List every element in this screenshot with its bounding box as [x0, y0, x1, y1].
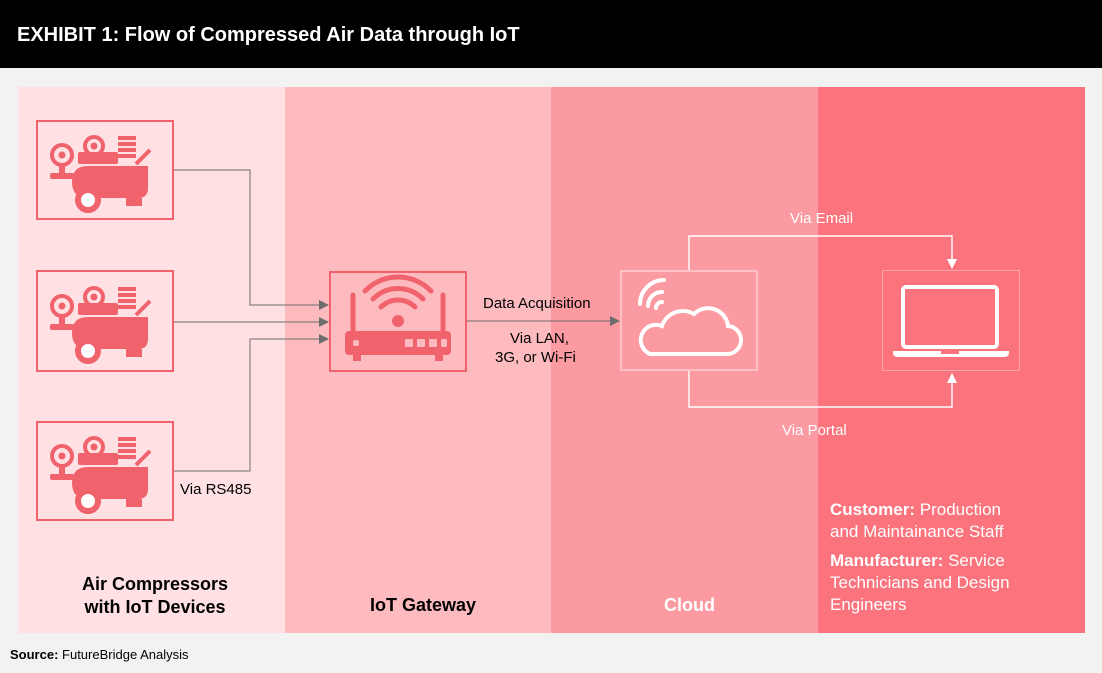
air-compressor-icon	[50, 436, 152, 514]
manufacturer-description: Manufacturer: Service Technicians and De…	[830, 550, 1080, 616]
cloud-box	[620, 270, 758, 371]
cloud-icon	[638, 278, 744, 357]
via-lan-label-line1: Via LAN,	[510, 330, 569, 347]
connector-via-email	[688, 235, 957, 270]
connector-compressor-3	[174, 334, 329, 472]
customer-line2: and Maintainance Staff	[830, 522, 1004, 541]
column-label-compressors: Air Compressors with IoT Devices	[18, 573, 292, 619]
source-text: FutureBridge Analysis	[58, 647, 189, 662]
exhibit-title: EXHIBIT 1: Flow of Compressed Air Data t…	[0, 0, 1102, 68]
column-cloud	[551, 87, 818, 633]
manufacturer-label: Manufacturer:	[830, 551, 944, 570]
customer-description: Customer: Production and Maintainance St…	[830, 499, 1080, 543]
iot-gateway-box	[329, 271, 467, 372]
source-note: Source: FutureBridge Analysis	[10, 647, 188, 662]
laptop-icon	[893, 285, 1009, 357]
manufacturer-line3: Engineers	[830, 595, 907, 614]
column-label-cloud: Cloud	[664, 595, 715, 615]
via-portal-label: Via Portal	[782, 422, 847, 439]
compressor-box-2	[36, 270, 174, 372]
via-lan-label-line2: 3G, or Wi-Fi	[495, 349, 576, 366]
connector-via-portal	[688, 371, 957, 408]
column-users	[818, 87, 1085, 633]
manufacturer-line1: Service	[943, 551, 1005, 570]
manufacturer-line2: Technicians and Design	[830, 573, 1010, 592]
air-compressor-icon	[50, 135, 152, 213]
via-rs485-label: Via RS485	[180, 481, 252, 498]
compressor-box-1	[36, 120, 174, 220]
column-label-gateway: IoT Gateway	[369, 595, 477, 615]
connector-compressor-1	[174, 169, 329, 310]
via-email-label: Via Email	[790, 210, 854, 227]
router-icon	[345, 274, 451, 361]
compressor-box-3	[36, 421, 174, 521]
laptop-box	[882, 270, 1020, 371]
customer-label: Customer:	[830, 500, 916, 519]
air-compressor-icon	[50, 286, 152, 364]
column-label-compressors-line1: Air Compressors	[81, 574, 229, 594]
column-label-compressors-line2: with IoT Devices	[84, 597, 226, 617]
source-label: Source:	[10, 647, 59, 662]
data-acquisition-label: Data Acquisition	[483, 295, 591, 312]
customer-line1: Production	[915, 500, 1002, 519]
